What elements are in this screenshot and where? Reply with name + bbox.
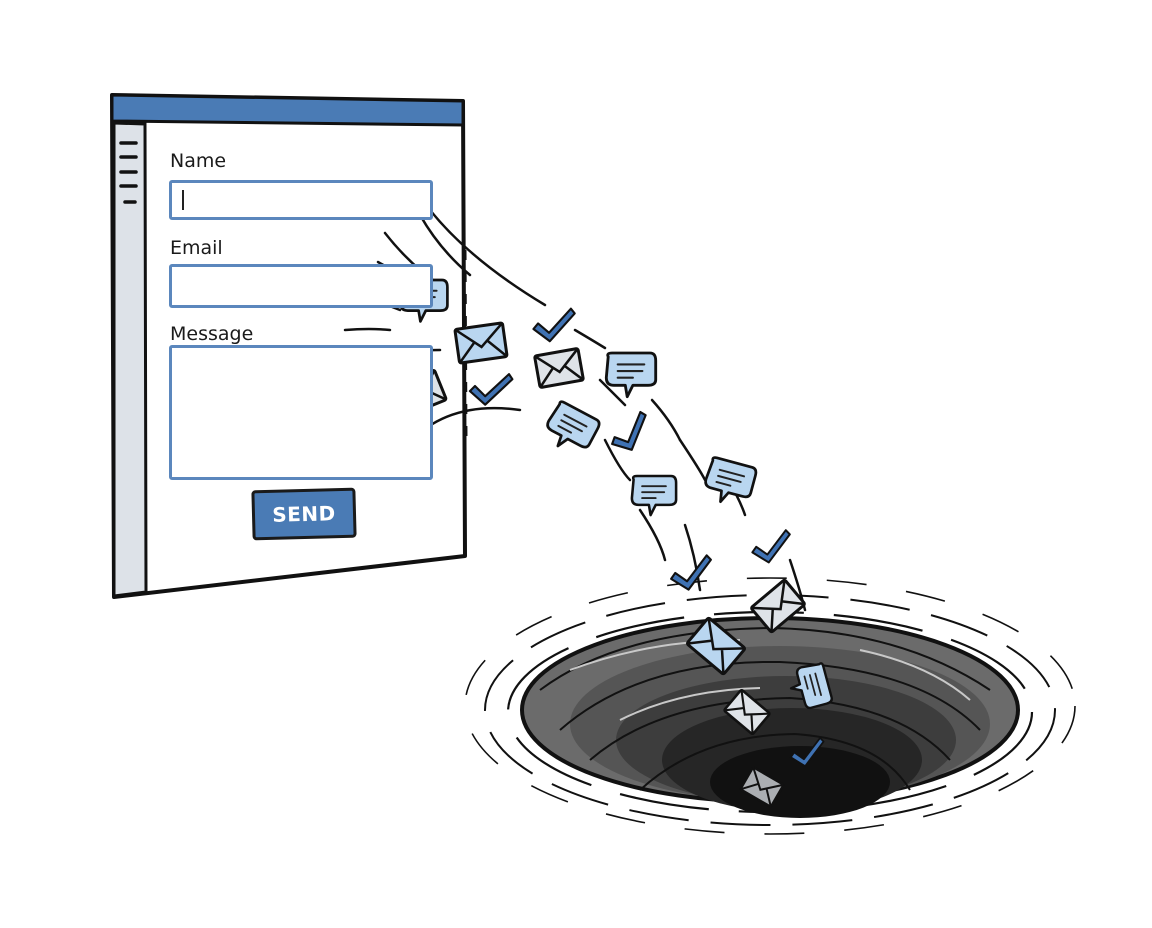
envelope-icon — [453, 321, 509, 365]
checkmark-icon — [468, 373, 514, 406]
checkmark-icon — [748, 528, 795, 566]
text-cursor — [182, 190, 184, 210]
vortex-hole — [464, 577, 1076, 835]
chat-bubble-icon — [630, 474, 678, 517]
email-label: Email — [170, 237, 223, 259]
chat-bubble-icon — [604, 351, 658, 399]
name-input[interactable] — [169, 180, 433, 220]
checkmark-icon — [603, 409, 658, 458]
sidebar-menu-icon — [119, 141, 138, 204]
checkmark-icon — [530, 307, 579, 344]
envelope-icon — [533, 346, 585, 390]
message-textarea[interactable] — [169, 345, 433, 480]
chat-bubble-icon — [539, 398, 603, 460]
chat-bubble-icon — [699, 455, 759, 511]
send-button[interactable]: SEND — [251, 487, 357, 541]
checkmark-icon — [667, 553, 717, 594]
email-input[interactable] — [169, 264, 433, 308]
name-label: Name — [170, 150, 227, 172]
message-label: Message — [170, 323, 254, 345]
